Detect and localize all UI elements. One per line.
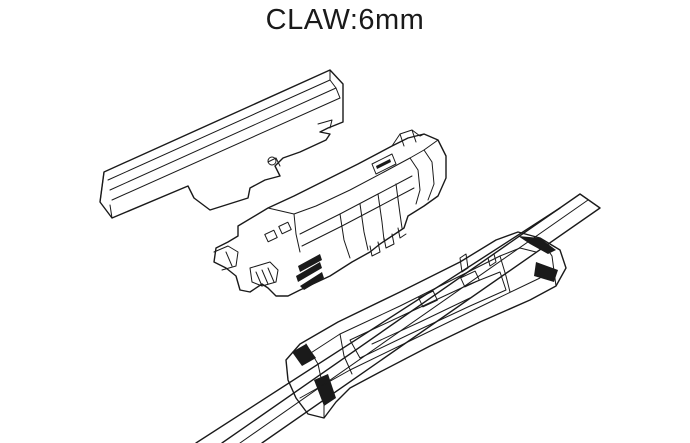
wiper-blade bbox=[195, 193, 601, 443]
wiper-arm-claw bbox=[99, 69, 344, 219]
diagram-title: CLAW:6mm bbox=[265, 4, 425, 36]
adapter-clip bbox=[213, 129, 447, 297]
